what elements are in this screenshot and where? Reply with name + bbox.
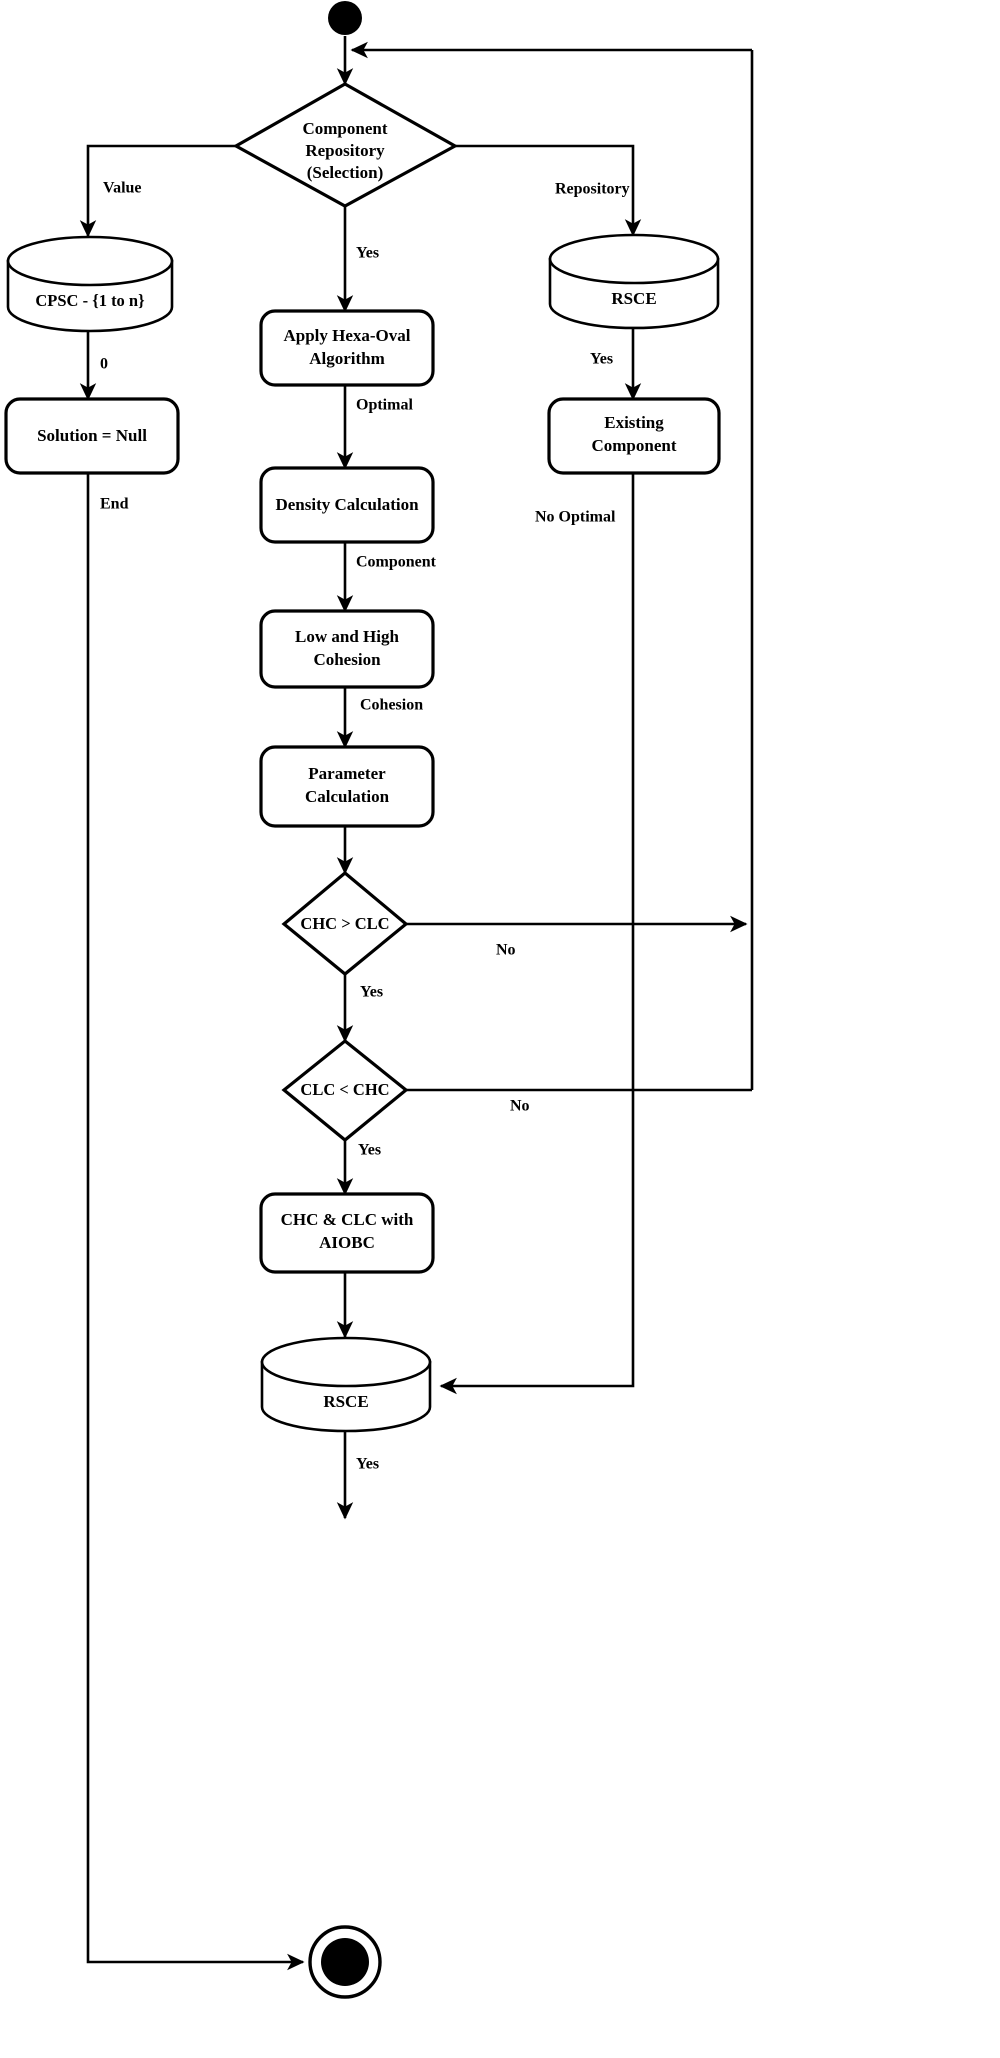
- start-node: [328, 1, 362, 35]
- decision-component-repository: [232, 82, 459, 208]
- decision-component-repository-line2: Repository: [305, 141, 385, 160]
- end-node: [321, 1938, 369, 1986]
- process-parameter-calculation-line1: Parameter: [308, 764, 386, 783]
- process-low-high-cohesion: [259, 609, 435, 689]
- edge-solution-to-end: [86, 473, 305, 1971]
- process-low-high-cohesion-line1: Low and High: [295, 627, 399, 646]
- datastore-cpsc: [6, 235, 174, 333]
- edge-label-end: End: [100, 496, 129, 513]
- process-solution-null: [4, 397, 180, 475]
- edge-label-no-chc-gt-clc: No: [496, 942, 516, 959]
- edge-label-no-clc-lt-chc: No: [510, 1098, 530, 1115]
- decision-component-repository-line1: Component: [302, 119, 387, 138]
- process-parameter-calculation-line2: Calculation: [305, 787, 390, 806]
- process-apply-hexa-oval: [259, 309, 435, 387]
- process-density-calculation-label: Density Calculation: [275, 495, 419, 514]
- edge-label-yes-rsce-bottom: Yes: [356, 1456, 379, 1473]
- process-existing-component-line2: Component: [591, 436, 676, 455]
- datastore-rsce-bottom: [260, 1336, 432, 1433]
- decision-clc-lt-chc-label: CLC < CHC: [300, 1080, 389, 1099]
- edge-label-component: Component: [356, 554, 437, 571]
- process-existing-component: [547, 397, 721, 475]
- edge-selection-to-rsce-right: [455, 144, 642, 237]
- process-density-calculation: [259, 466, 435, 544]
- edge-label-value: Value: [103, 180, 142, 197]
- edge-label-yes-selection: Yes: [356, 245, 379, 262]
- edge-label-no-optimal: No Optimal: [535, 509, 616, 526]
- edge-label-yes-clc-lt-chc: Yes: [358, 1142, 381, 1159]
- datastore-cpsc-label: CPSC - {1 to n}: [35, 291, 144, 310]
- edge-label-yes-chc-gt-clc: Yes: [360, 984, 383, 1001]
- decision-clc-lt-chc: [281, 1038, 409, 1143]
- edge-label-repository: Repository: [555, 181, 630, 198]
- edge-existing-to-rsce-bottom: [439, 473, 635, 1395]
- process-apply-hexa-oval-line1: Apply Hexa-Oval: [283, 326, 410, 345]
- edge-label-yes-rsce-right: Yes: [590, 351, 613, 368]
- edge-label-zero: 0: [100, 356, 108, 373]
- process-apply-hexa-oval-line2: Algorithm: [309, 349, 385, 368]
- process-low-high-cohesion-line2: Cohesion: [313, 650, 381, 669]
- process-chc-clc-aiobc-line1: CHC & CLC with: [281, 1210, 414, 1229]
- process-parameter-calculation: [259, 745, 435, 828]
- edge-label-optimal: Optimal: [356, 397, 413, 414]
- process-chc-clc-aiobc-line2: AIOBC: [319, 1233, 375, 1252]
- process-solution-null-label: Solution = Null: [37, 426, 147, 445]
- decision-chc-gt-clc-label: CHC > CLC: [300, 914, 389, 933]
- process-chc-clc-aiobc: [259, 1192, 435, 1274]
- edge-selection-to-cpsc: [79, 144, 236, 238]
- decision-component-repository-line3: (Selection): [307, 163, 383, 182]
- decision-chc-gt-clc: [281, 870, 409, 977]
- datastore-rsce-right-label: RSCE: [611, 289, 656, 308]
- datastore-rsce-bottom-label: RSCE: [323, 1392, 368, 1411]
- process-existing-component-line1: Existing: [604, 413, 664, 432]
- datastore-rsce-right: [548, 233, 720, 330]
- edge-label-cohesion: Cohesion: [360, 697, 423, 714]
